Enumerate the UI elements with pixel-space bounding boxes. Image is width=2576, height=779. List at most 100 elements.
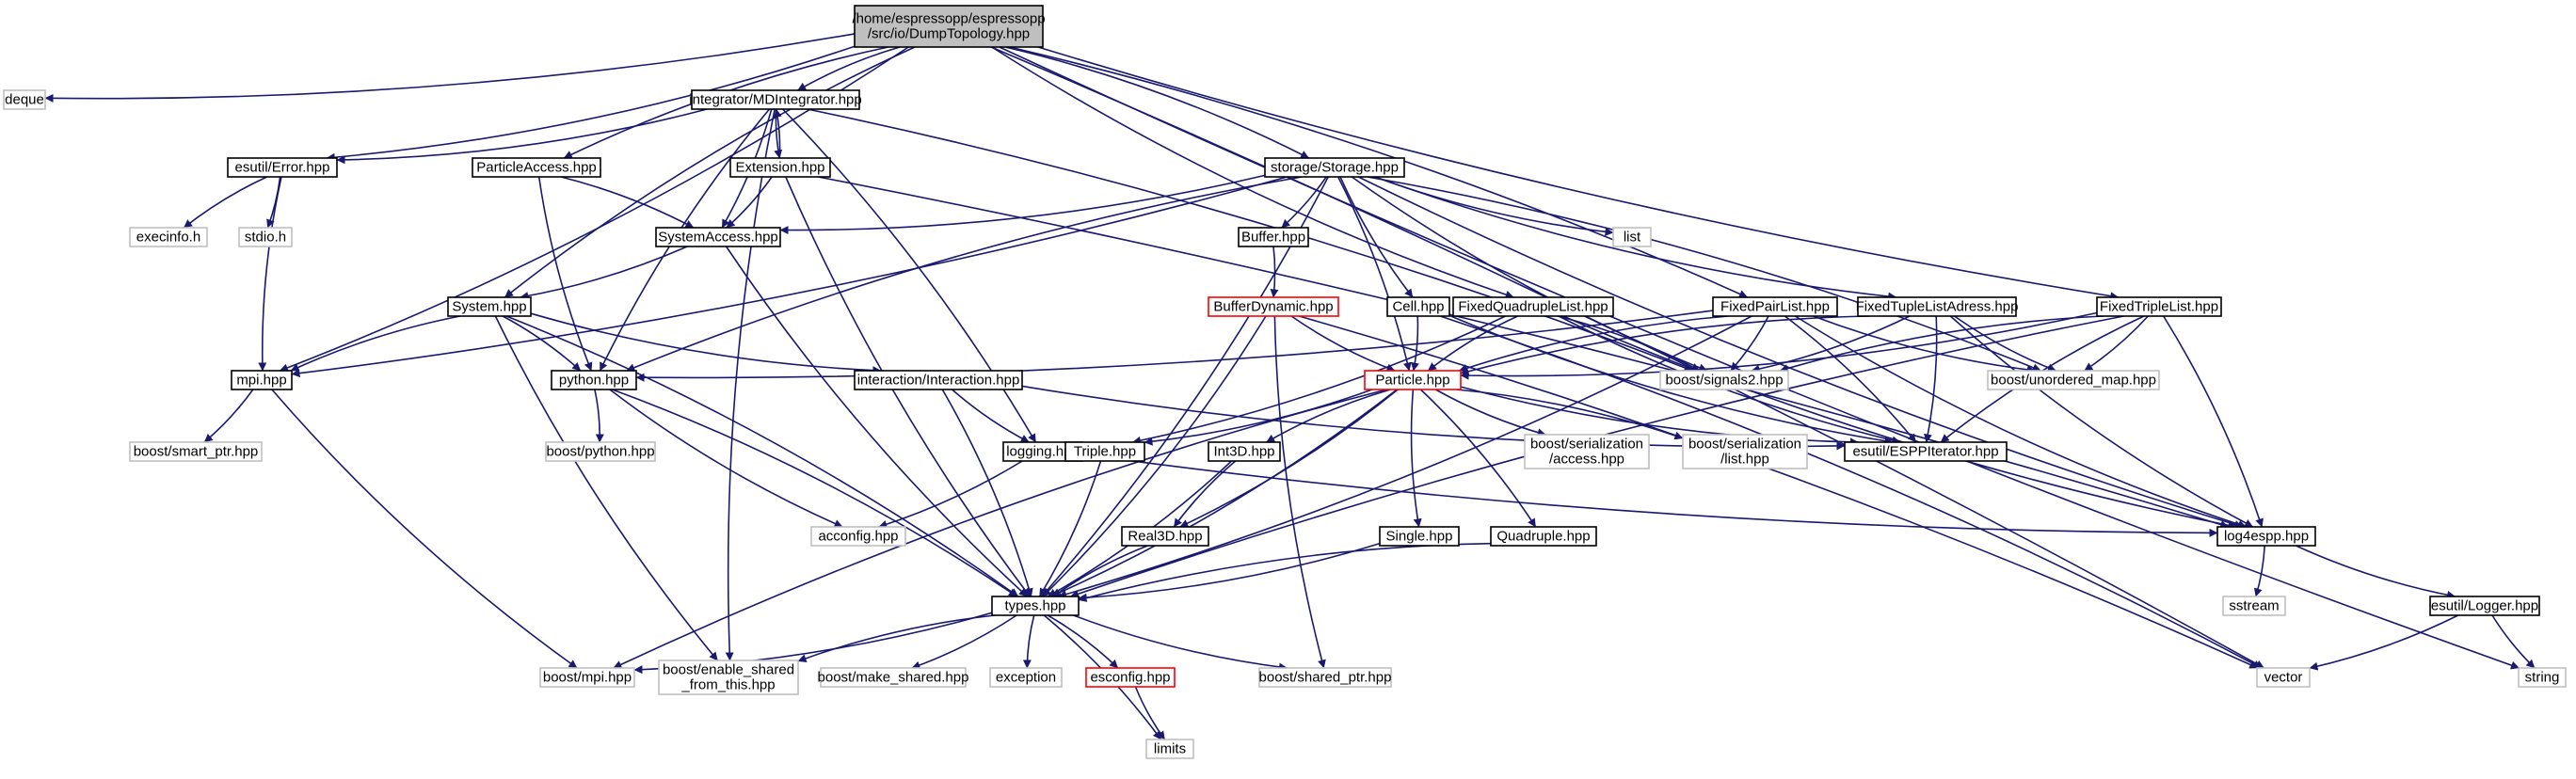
- node-label-sharedptr: boost/shared_ptr.hpp: [1259, 670, 1392, 686]
- node-root[interactable]: /home/espressopp/espressopp/src/io/DumpT…: [852, 5, 1046, 48]
- node-label-system: System.hpp: [452, 299, 526, 315]
- edge-logger-to-string: [2491, 614, 2536, 669]
- node-box-fpl[interactable]: [1712, 296, 1838, 317]
- node-box-particle[interactable]: [1364, 370, 1462, 390]
- node-fql[interactable]: FixedQuadrupleList.hpp: [1452, 296, 1614, 317]
- node-label-types: types.hpp: [1004, 598, 1065, 614]
- node-label-signals2: boost/signals2.hpp: [1665, 373, 1783, 389]
- node-exception: exception: [989, 667, 1063, 688]
- node-particle[interactable]: Particle.hpp: [1364, 370, 1462, 390]
- node-box-ftla[interactable]: [1857, 296, 2017, 317]
- node-label-string: string: [2525, 670, 2560, 686]
- node-ftla[interactable]: FixedTupleListAdress.hpp: [1856, 296, 2019, 317]
- node-ftl[interactable]: FixedTripleList.hpp: [2096, 296, 2222, 317]
- node-box-acconfig: [810, 526, 906, 547]
- node-label-quad: Quadruple.hpp: [1496, 529, 1590, 545]
- node-logger[interactable]: esutil/Logger.hpp: [2429, 596, 2540, 616]
- node-box-triple[interactable]: [1064, 441, 1145, 462]
- node-box-deque: [3, 89, 46, 110]
- node-label-mpi: mpi.hpp: [236, 373, 286, 389]
- node-box-single[interactable]: [1379, 526, 1460, 547]
- edge-particle-to-int3d: [1266, 389, 1391, 443]
- node-label-bpython: boost/python.hpp: [546, 444, 654, 460]
- edge-error-to-stdio: [266, 176, 281, 229]
- edge-root-to-string: [999, 46, 2520, 670]
- node-python[interactable]: python.hpp: [551, 370, 637, 390]
- node-label-triple: Triple.hpp: [1074, 444, 1136, 460]
- node-bufdyn[interactable]: BufferDynamic.hpp: [1208, 296, 1339, 317]
- node-espp[interactable]: esutil/ESPPIterator.hpp: [1844, 441, 2008, 462]
- node-interaction[interactable]: interaction/Interaction.hpp: [854, 370, 1023, 390]
- node-box-ftl[interactable]: [2096, 296, 2222, 317]
- edge-particle-to-single: [1410, 389, 1422, 528]
- node-label-mdint: integrator/MDIntegrator.hpp: [689, 92, 861, 108]
- node-label-fpl: FixedPairList.hpp: [1720, 299, 1830, 315]
- edge-fql-to-particle: [1427, 315, 1518, 372]
- dependency-edges: [44, 33, 2536, 740]
- edge-types-to-esconfig: [1047, 614, 1119, 669]
- node-label-exception: exception: [996, 670, 1056, 686]
- edge-fql-to-triple: [1132, 315, 1506, 445]
- edge-ftl-to-particle: [1460, 311, 2098, 380]
- node-box-mdint[interactable]: [691, 89, 860, 110]
- edge-mpi-to-smartptr: [203, 389, 254, 443]
- node-mdint[interactable]: integrator/MDIntegrator.hpp: [689, 89, 862, 110]
- node-label-enable: _from_this.hpp: [680, 677, 775, 693]
- node-box-exception: [989, 667, 1063, 688]
- node-mpi[interactable]: mpi.hpp: [231, 370, 293, 390]
- node-box-sysacc[interactable]: [655, 227, 781, 247]
- node-smartptr: boost/smart_ptr.hpp: [129, 441, 263, 462]
- node-log4[interactable]: log4espp.hpp: [2216, 526, 2316, 547]
- node-real3d[interactable]: Real3D.hpp: [1121, 526, 1209, 547]
- node-label-bsa: /access.hpp: [1549, 452, 1624, 468]
- node-box-system[interactable]: [447, 296, 532, 317]
- node-box-int3d[interactable]: [1208, 441, 1281, 462]
- node-box-buffer[interactable]: [1238, 227, 1309, 247]
- node-storage[interactable]: storage/Storage.hpp: [1264, 157, 1405, 178]
- node-box-storage[interactable]: [1264, 157, 1405, 178]
- node-int3d[interactable]: Int3D.hpp: [1208, 441, 1281, 462]
- node-box-cell[interactable]: [1386, 296, 1450, 317]
- node-box-interaction[interactable]: [854, 370, 1023, 390]
- node-single[interactable]: Single.hpp: [1379, 526, 1460, 547]
- node-box-logger[interactable]: [2429, 596, 2540, 616]
- node-logging[interactable]: logging.hpp: [1002, 441, 1083, 462]
- node-sysacc[interactable]: SystemAccess.hpp: [655, 227, 781, 247]
- edge-error-to-execinfo: [183, 176, 267, 229]
- node-box-types[interactable]: [991, 596, 1080, 616]
- node-box-root[interactable]: [854, 5, 1044, 48]
- node-cell[interactable]: Cell.hpp: [1386, 296, 1450, 317]
- node-types[interactable]: types.hpp: [991, 596, 1080, 616]
- node-label-root: /src/io/DumpTopology.hpp: [868, 26, 1030, 42]
- node-esconfig[interactable]: esconfig.hpp: [1085, 667, 1176, 688]
- node-box-esconfig[interactable]: [1085, 667, 1176, 688]
- node-quad[interactable]: Quadruple.hpp: [1490, 526, 1597, 547]
- node-box-pacc[interactable]: [472, 157, 601, 178]
- node-label-sstream: sstream: [2229, 598, 2279, 614]
- node-box-real3d[interactable]: [1121, 526, 1209, 547]
- node-box-bufdyn[interactable]: [1208, 296, 1339, 317]
- node-box-ext[interactable]: [729, 157, 831, 178]
- node-ext[interactable]: Extension.hpp: [729, 157, 831, 178]
- node-limits: limits: [1145, 739, 1194, 759]
- edge-ext-to-log4: [818, 176, 2230, 529]
- node-box-error[interactable]: [227, 157, 338, 178]
- node-error[interactable]: esutil/Error.hpp: [227, 157, 338, 178]
- node-triple[interactable]: Triple.hpp: [1064, 441, 1145, 462]
- node-system[interactable]: System.hpp: [447, 296, 532, 317]
- node-box-quad[interactable]: [1490, 526, 1597, 547]
- node-label-bufdyn: BufferDynamic.hpp: [1213, 299, 1333, 315]
- node-label-interaction: interaction/Interaction.hpp: [857, 373, 1020, 389]
- edge-bufdyn-to-sharedptr: [1273, 315, 1326, 669]
- node-box-fql[interactable]: [1452, 296, 1614, 317]
- node-box-mpi[interactable]: [231, 370, 293, 390]
- node-box-espp[interactable]: [1844, 441, 2008, 462]
- node-box-enable: [658, 660, 799, 695]
- node-box-python[interactable]: [551, 370, 637, 390]
- node-buffer[interactable]: Buffer.hpp: [1238, 227, 1309, 247]
- node-fpl[interactable]: FixedPairList.hpp: [1712, 296, 1838, 317]
- edge-buffer-to-bufdyn: [1270, 246, 1279, 298]
- node-box-log4[interactable]: [2216, 526, 2316, 547]
- node-label-execinfo: execinfo.h: [136, 230, 200, 246]
- node-pacc[interactable]: ParticleAccess.hpp: [472, 157, 601, 178]
